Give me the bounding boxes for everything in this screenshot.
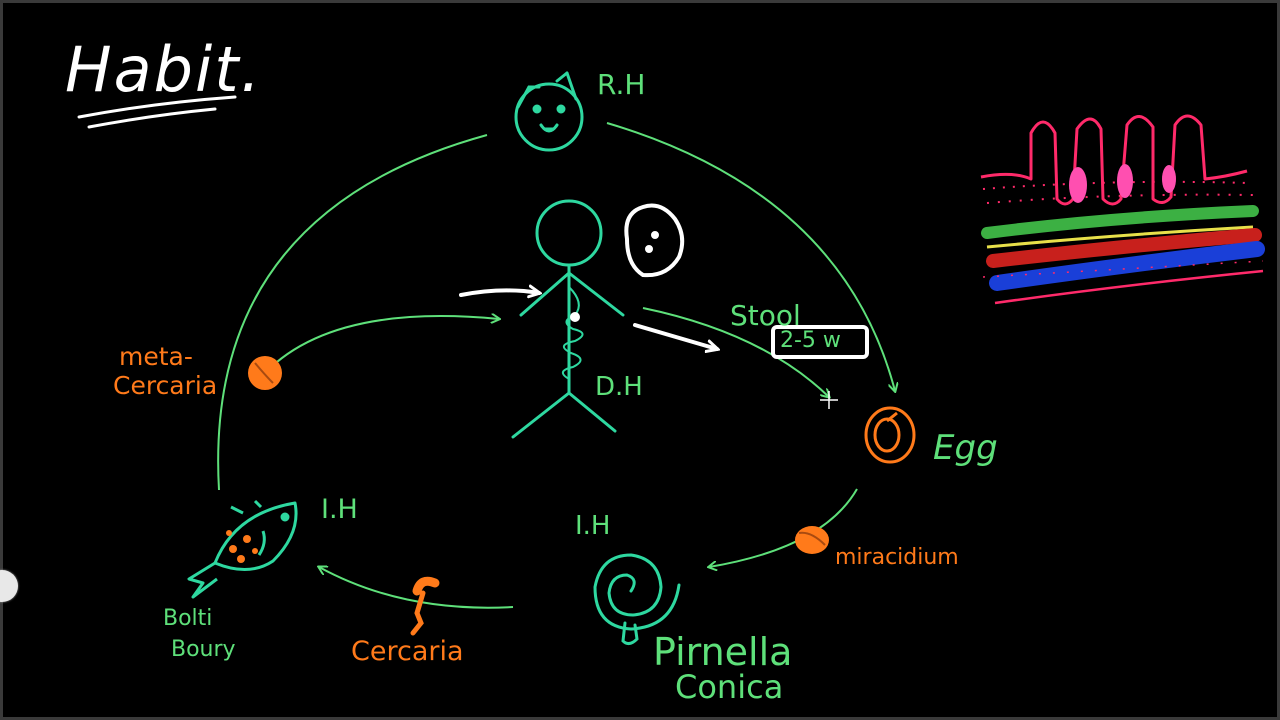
arrow-metacercaria-to-human xyxy=(264,316,499,374)
whiteboard: Habit. R.H D.H Stool 2-5 w Egg miracidiu… xyxy=(3,3,1277,717)
miracidium-icon xyxy=(795,526,829,554)
definitive-host-label: D.H xyxy=(595,372,643,402)
cursor-icon xyxy=(820,391,838,409)
liver-outline-icon xyxy=(624,203,685,278)
arrow-infection-in xyxy=(459,290,539,295)
arrow-human-to-egg xyxy=(642,307,829,397)
cercaria-label: Cercaria xyxy=(351,636,464,667)
egg-icon xyxy=(864,406,916,464)
arrow-fish-to-cat xyxy=(217,134,488,491)
cercaria-icon xyxy=(410,576,440,636)
stick-figure-icon xyxy=(511,199,625,439)
reservoir-host-label: R.H xyxy=(597,68,646,101)
metacercaria-icon xyxy=(248,356,282,390)
cat-face-icon xyxy=(514,71,584,152)
metacercaria-label-line1: meta- xyxy=(119,342,193,371)
intestine-loops-icon xyxy=(562,286,584,380)
intestinal-wall-icon xyxy=(980,114,1265,305)
title-underline xyxy=(77,95,237,129)
stool-label: Stool xyxy=(730,299,801,332)
fish-host-label: I.H xyxy=(321,494,358,525)
egg-label: Egg xyxy=(933,428,998,468)
slide-scroll-handle[interactable] xyxy=(0,570,18,602)
metacercaria-label-line2: Cercaria xyxy=(113,371,218,400)
stool-time-label: 2-5 w xyxy=(780,328,841,353)
fish-name-line1: Bolti xyxy=(163,606,213,631)
page-title: Habit. xyxy=(65,33,263,106)
arrow-snail-to-fish xyxy=(319,567,514,609)
snail-name-line1: Pirnella xyxy=(653,630,793,674)
life-cycle-diagram xyxy=(77,71,1265,646)
stool-time-box xyxy=(771,325,869,359)
miracidium-label: miracidium xyxy=(835,545,959,570)
arrow-stool-out xyxy=(633,323,717,349)
fish-icon xyxy=(187,499,298,599)
fish-name-line2: Boury xyxy=(171,637,236,662)
snail-name-line2: Conica xyxy=(675,668,784,706)
snail-host-label: I.H xyxy=(575,511,611,541)
arrow-cat-to-egg xyxy=(606,122,895,391)
spiral-snail-icon xyxy=(593,553,681,646)
